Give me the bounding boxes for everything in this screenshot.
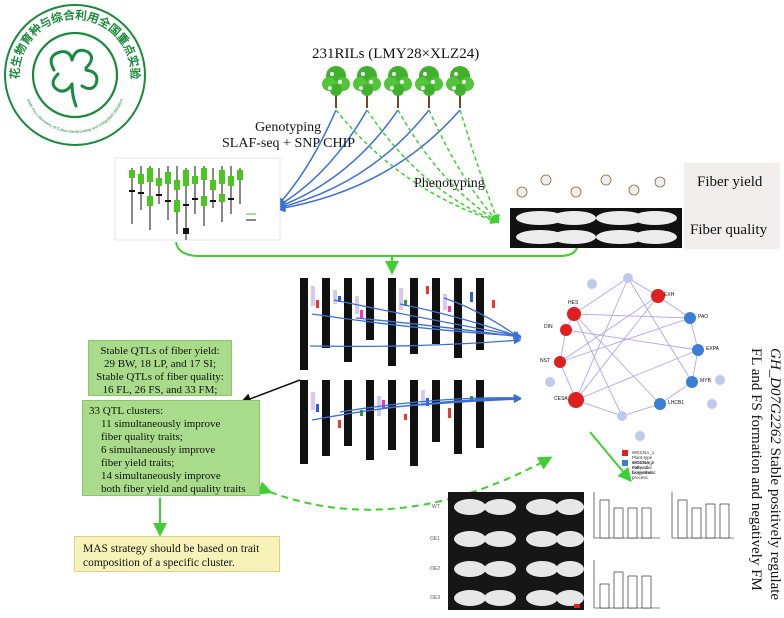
- node-label: CESA: [554, 396, 568, 402]
- node-blue: [692, 344, 704, 356]
- gene-id: GH_D07G2262: [767, 348, 783, 444]
- stable-qtls-line: 16 FL, 26 FS, and 33 FM;: [102, 384, 218, 396]
- clusters-line: 11 simultaneously improve: [101, 418, 221, 430]
- population-label: 231RILs (LMY28×XLZ24): [312, 46, 480, 62]
- conclusion-line2: FL and FS formation and negatively FM: [748, 348, 764, 591]
- node-red: [651, 289, 665, 303]
- node-label: EXPA: [706, 346, 719, 352]
- plants-group: [322, 66, 474, 108]
- node-grey: [545, 377, 555, 387]
- plant-icon: [384, 66, 412, 108]
- stable-qtls-line: 29 BW, 18 LP, and 17 SI;: [103, 358, 217, 370]
- legend-label: WGCNA_1 Plant-type secondary cell wall b…: [632, 450, 655, 475]
- sample-label: OE3: [430, 595, 441, 601]
- gene-conclusion: GH_D07G2262 Stable positively regulate F…: [746, 348, 784, 600]
- sample-label: OE1: [430, 536, 441, 542]
- clusters-line: fiber yield traits;: [101, 457, 175, 469]
- clusters-line: 33 QTL clusters:: [89, 405, 164, 417]
- phenotyping-label: Phenotyping: [414, 176, 485, 191]
- node-red: [567, 307, 581, 321]
- validation-photos: [448, 492, 584, 610]
- node-red: [568, 392, 584, 408]
- node-grey: [715, 375, 725, 385]
- stable-qtls-line: Stable QTLs of fiber quality:: [96, 371, 224, 383]
- phenotyping-arrows: [335, 109, 500, 225]
- genotyping-arrows: [276, 109, 461, 213]
- mas-line: MAS strategy should be based on trait: [83, 543, 260, 555]
- fiber-labels-bg: [684, 163, 780, 249]
- clusters-line: 6 simultaneously improve: [101, 444, 216, 456]
- node-red: [560, 324, 572, 336]
- legend-label: WGCNA_2 Fatty acid biosynthetic process: [632, 460, 656, 480]
- lab-logo: 棉花生物育种与综合利用全国重点实验室 State Key Laboratory …: [2, 2, 148, 148]
- node-label: PAO: [698, 314, 709, 320]
- stable-qtls-line: Stable QTLs of fiber yield:: [100, 345, 220, 357]
- plant-icon: [322, 66, 350, 108]
- bar-charts: [593, 492, 734, 609]
- cotton-boll-icon: [49, 48, 99, 108]
- node-grey: [635, 431, 645, 441]
- node-grey: [587, 279, 597, 289]
- node-blue: [654, 398, 666, 410]
- mas-strategy-box: MAS strategy should be based on trait co…: [74, 536, 280, 572]
- bracket-connector: [175, 241, 579, 257]
- node-grey: [623, 273, 633, 283]
- plant-icon: [446, 66, 474, 108]
- sample-label: WT: [432, 504, 440, 510]
- coexpression-network: [545, 273, 725, 466]
- logo-graphic: 棉花生物育种与综合利用全国重点实验室 State Key Laboratory …: [2, 2, 146, 146]
- node-blue: [684, 312, 696, 324]
- node-red: [554, 356, 566, 368]
- sample-label: OE2: [430, 566, 441, 572]
- fiber-yield-label: Fiber yield: [697, 174, 763, 190]
- genetic-map-panel: [114, 157, 281, 241]
- node-grey: [707, 399, 717, 409]
- clusters-line: 14 simultaneously improve: [101, 470, 221, 482]
- cluster-link-arrow: [257, 456, 553, 511]
- genotyping-label: Genotyping: [255, 120, 322, 135]
- node-label: NST: [540, 358, 550, 364]
- node-label: DIN: [544, 324, 553, 330]
- node-label: HES: [568, 300, 579, 306]
- node-grey: [617, 411, 627, 421]
- qtl-clusters-box: 33 QTL clusters: 11 simultaneously impro…: [82, 400, 260, 496]
- mas-line: composition of a specific cluster.: [83, 557, 235, 569]
- fiber-quality-label: Fiber quality: [690, 222, 768, 238]
- node-label: EXH: [664, 292, 675, 298]
- conclusion-line1: Stable positively regulate: [767, 443, 783, 601]
- clusters-line: fiber quality traits;: [101, 431, 183, 443]
- fiber-photos: [510, 174, 682, 248]
- qtl-map-panel: [300, 278, 522, 466]
- plant-icon: [353, 66, 381, 108]
- plant-icon: [415, 66, 443, 108]
- to-validation-arrow: [589, 431, 632, 483]
- stable-qtls-box: Stable QTLs of fiber yield: 29 BW, 18 LP…: [88, 340, 232, 396]
- node-label: MYB: [700, 378, 711, 384]
- to-summary-arrow: [239, 379, 301, 405]
- clusters-line: both fiber yield and quality traits: [101, 483, 246, 495]
- node-blue: [686, 376, 698, 388]
- genotyping-method: SLAF-seq + SNP CHIP: [222, 136, 356, 151]
- node-label: LHCB1: [668, 400, 685, 406]
